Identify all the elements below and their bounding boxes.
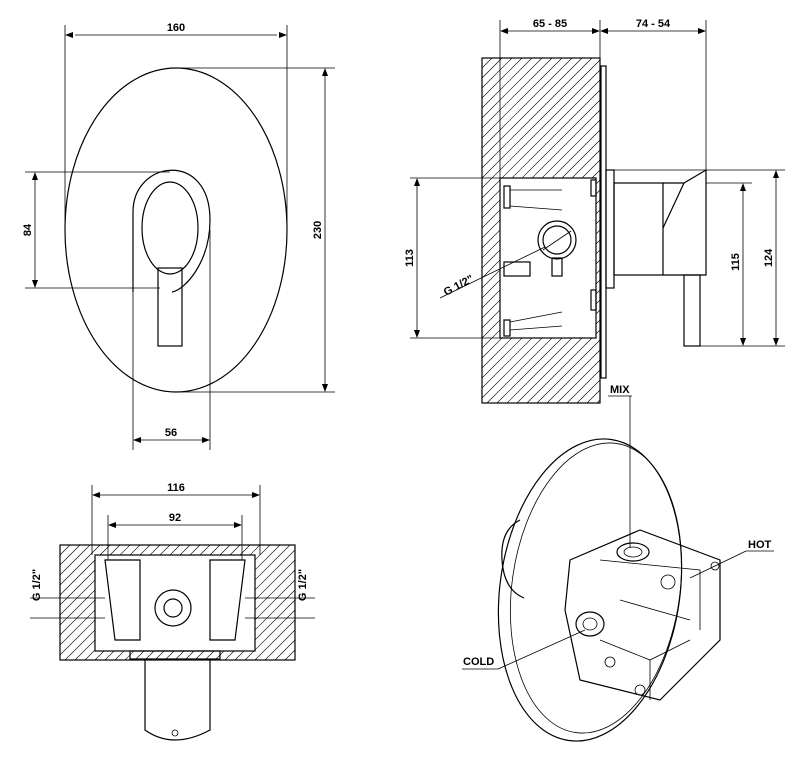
hatch-line: [536, 339, 601, 404]
dimension-handle-height: 84: [22, 223, 34, 236]
dimension-height: 230: [312, 221, 324, 239]
front-view: 160 230 84 56: [22, 22, 335, 450]
hatch-line: [481, 57, 523, 99]
hatch-line: [254, 619, 296, 661]
mix-label: MIX: [610, 384, 630, 396]
lever: [157, 267, 183, 347]
hatch-line: [481, 69, 601, 189]
hatch-line: [481, 57, 583, 159]
hatch-line: [284, 649, 296, 661]
dimension-inner-width: 92: [169, 512, 181, 524]
hatch-line: [264, 629, 296, 661]
cover-plate-side: [600, 65, 607, 379]
handle-outer: [132, 169, 211, 293]
hatch-line: [481, 57, 533, 109]
hatch-line: [274, 639, 296, 661]
thread-label: G 1/2": [442, 273, 476, 299]
right-thread-label: G 1/2": [297, 569, 309, 601]
dimension-handle-width: 56: [165, 427, 177, 439]
lever-side: [683, 274, 701, 347]
hatch-line: [481, 57, 573, 149]
hatch-line: [481, 57, 493, 69]
dimension-overall-height: 124: [763, 248, 775, 267]
left-thread-label: G 1/2": [31, 569, 43, 601]
handle-body-side: [613, 182, 664, 276]
hatch-line: [59, 544, 101, 586]
hatch-line: [59, 544, 111, 596]
hatch-line: [481, 57, 513, 89]
dimension-box-height: 113: [404, 249, 416, 267]
dimension-handle-height-side: 115: [730, 253, 742, 271]
cold-label: COLD: [463, 656, 494, 668]
side-view: 65 - 85 74 - 54 G 1/2" 113 115 124: [404, 18, 785, 404]
hatch-line: [546, 349, 601, 404]
hatch-line: [59, 544, 71, 556]
hot-label: HOT: [748, 539, 772, 551]
hatch-line: [481, 57, 553, 129]
dimension-wall-depth: 65 - 85: [533, 18, 567, 30]
hatch-line: [576, 379, 601, 404]
handle-inner: [141, 181, 199, 275]
hatch-line: [481, 57, 593, 169]
hatch-line: [481, 57, 503, 79]
hatch-line: [481, 59, 601, 179]
valve-body: [564, 529, 721, 701]
hatch-line: [481, 57, 563, 139]
hatch-line: [586, 389, 601, 404]
dimension-projection: 74 - 54: [636, 18, 671, 30]
hatch-line: [556, 359, 601, 404]
dimension-width: 160: [167, 22, 185, 34]
cover-plate: [64, 67, 288, 393]
hatch-line: [526, 329, 601, 404]
perspective-view: MIX HOT COLD: [462, 384, 774, 742]
dimension-outer-width: 116: [167, 482, 185, 494]
hatch-line: [566, 369, 601, 404]
top-view: 116 92 G 1/2" G 1/2": [30, 482, 315, 741]
hatch-line: [481, 57, 543, 119]
hatch-line: [59, 544, 91, 576]
hatch-line: [59, 544, 81, 566]
